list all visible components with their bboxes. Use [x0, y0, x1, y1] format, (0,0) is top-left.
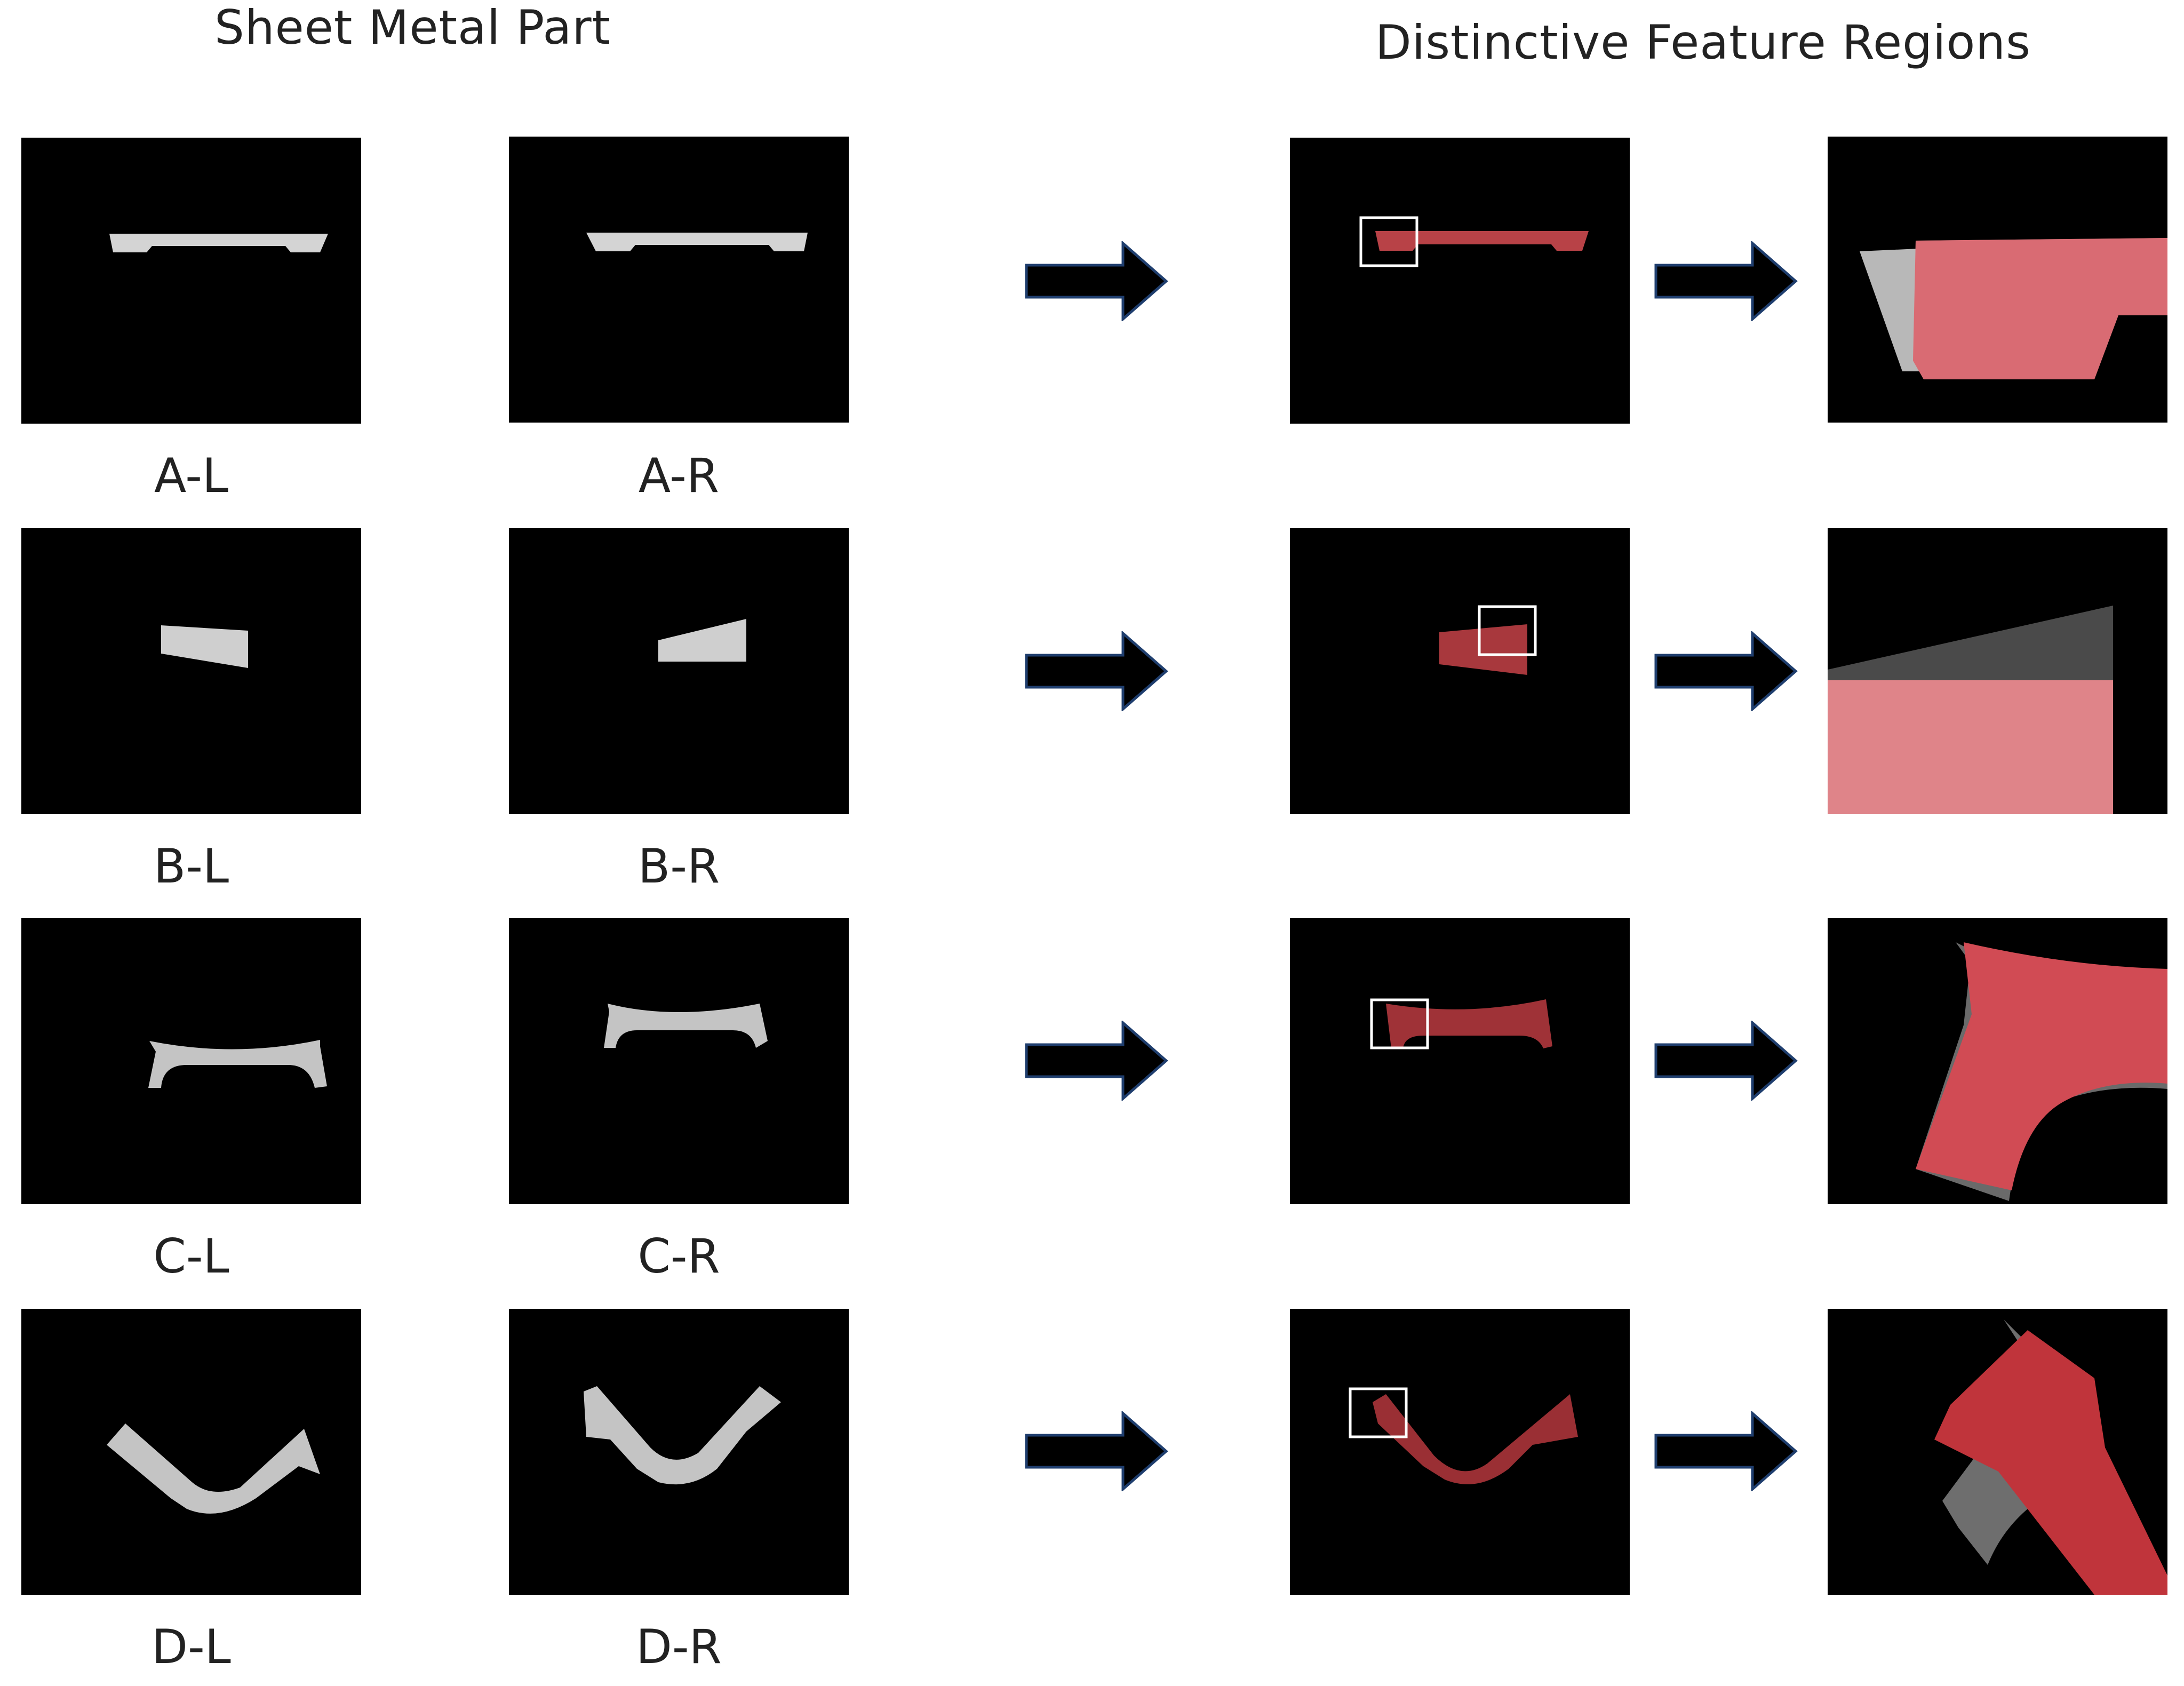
feature-zoom-image-d — [1828, 1309, 2167, 1595]
feature-zoom-image-a — [1828, 137, 2167, 423]
part-image-c-r — [509, 918, 849, 1204]
feature-highlight-box — [1359, 216, 1418, 267]
feature-highlight-box — [1478, 605, 1537, 656]
feature-overlay-image-c — [1290, 918, 1630, 1204]
part-image-b-l — [21, 528, 361, 814]
feature-overlay-image-d — [1290, 1309, 1630, 1595]
part-image-b-r — [509, 528, 849, 814]
arrow-right-icon — [1024, 1411, 1168, 1491]
label-a-r: A-R — [638, 448, 720, 503]
arrow-right-icon — [1024, 1021, 1168, 1101]
arrow-right-icon — [1654, 1021, 1798, 1101]
part-image-a-l — [21, 138, 361, 424]
distinctive-feature-regions-title: Distinctive Feature Regions — [1375, 15, 2031, 70]
label-d-l: D-L — [152, 1619, 231, 1674]
arrow-right-icon — [1654, 631, 1798, 711]
arrow-right-icon — [1654, 1411, 1798, 1491]
feature-zoom-image-b — [1828, 528, 2167, 814]
feature-overlay-image-a — [1290, 138, 1630, 424]
arrow-right-icon — [1654, 241, 1798, 321]
part-image-d-l — [21, 1309, 361, 1595]
feature-highlight-box — [1370, 998, 1429, 1049]
label-d-r: D-R — [636, 1619, 722, 1674]
label-b-r: B-R — [637, 839, 720, 894]
arrow-right-icon — [1024, 241, 1168, 321]
feature-zoom-image-c — [1828, 918, 2167, 1204]
part-image-a-r — [509, 137, 849, 423]
feature-highlight-box — [1349, 1387, 1408, 1438]
part-image-d-r — [509, 1309, 849, 1595]
label-c-r: C-R — [637, 1229, 720, 1284]
feature-overlay-image-b — [1290, 528, 1630, 814]
label-c-l: C-L — [153, 1229, 229, 1284]
sheet-metal-part-title: Sheet Metal Part — [214, 0, 611, 55]
arrow-right-icon — [1024, 631, 1168, 711]
label-b-l: B-L — [153, 839, 229, 894]
part-image-c-l — [21, 918, 361, 1204]
label-a-l: A-L — [154, 448, 229, 503]
